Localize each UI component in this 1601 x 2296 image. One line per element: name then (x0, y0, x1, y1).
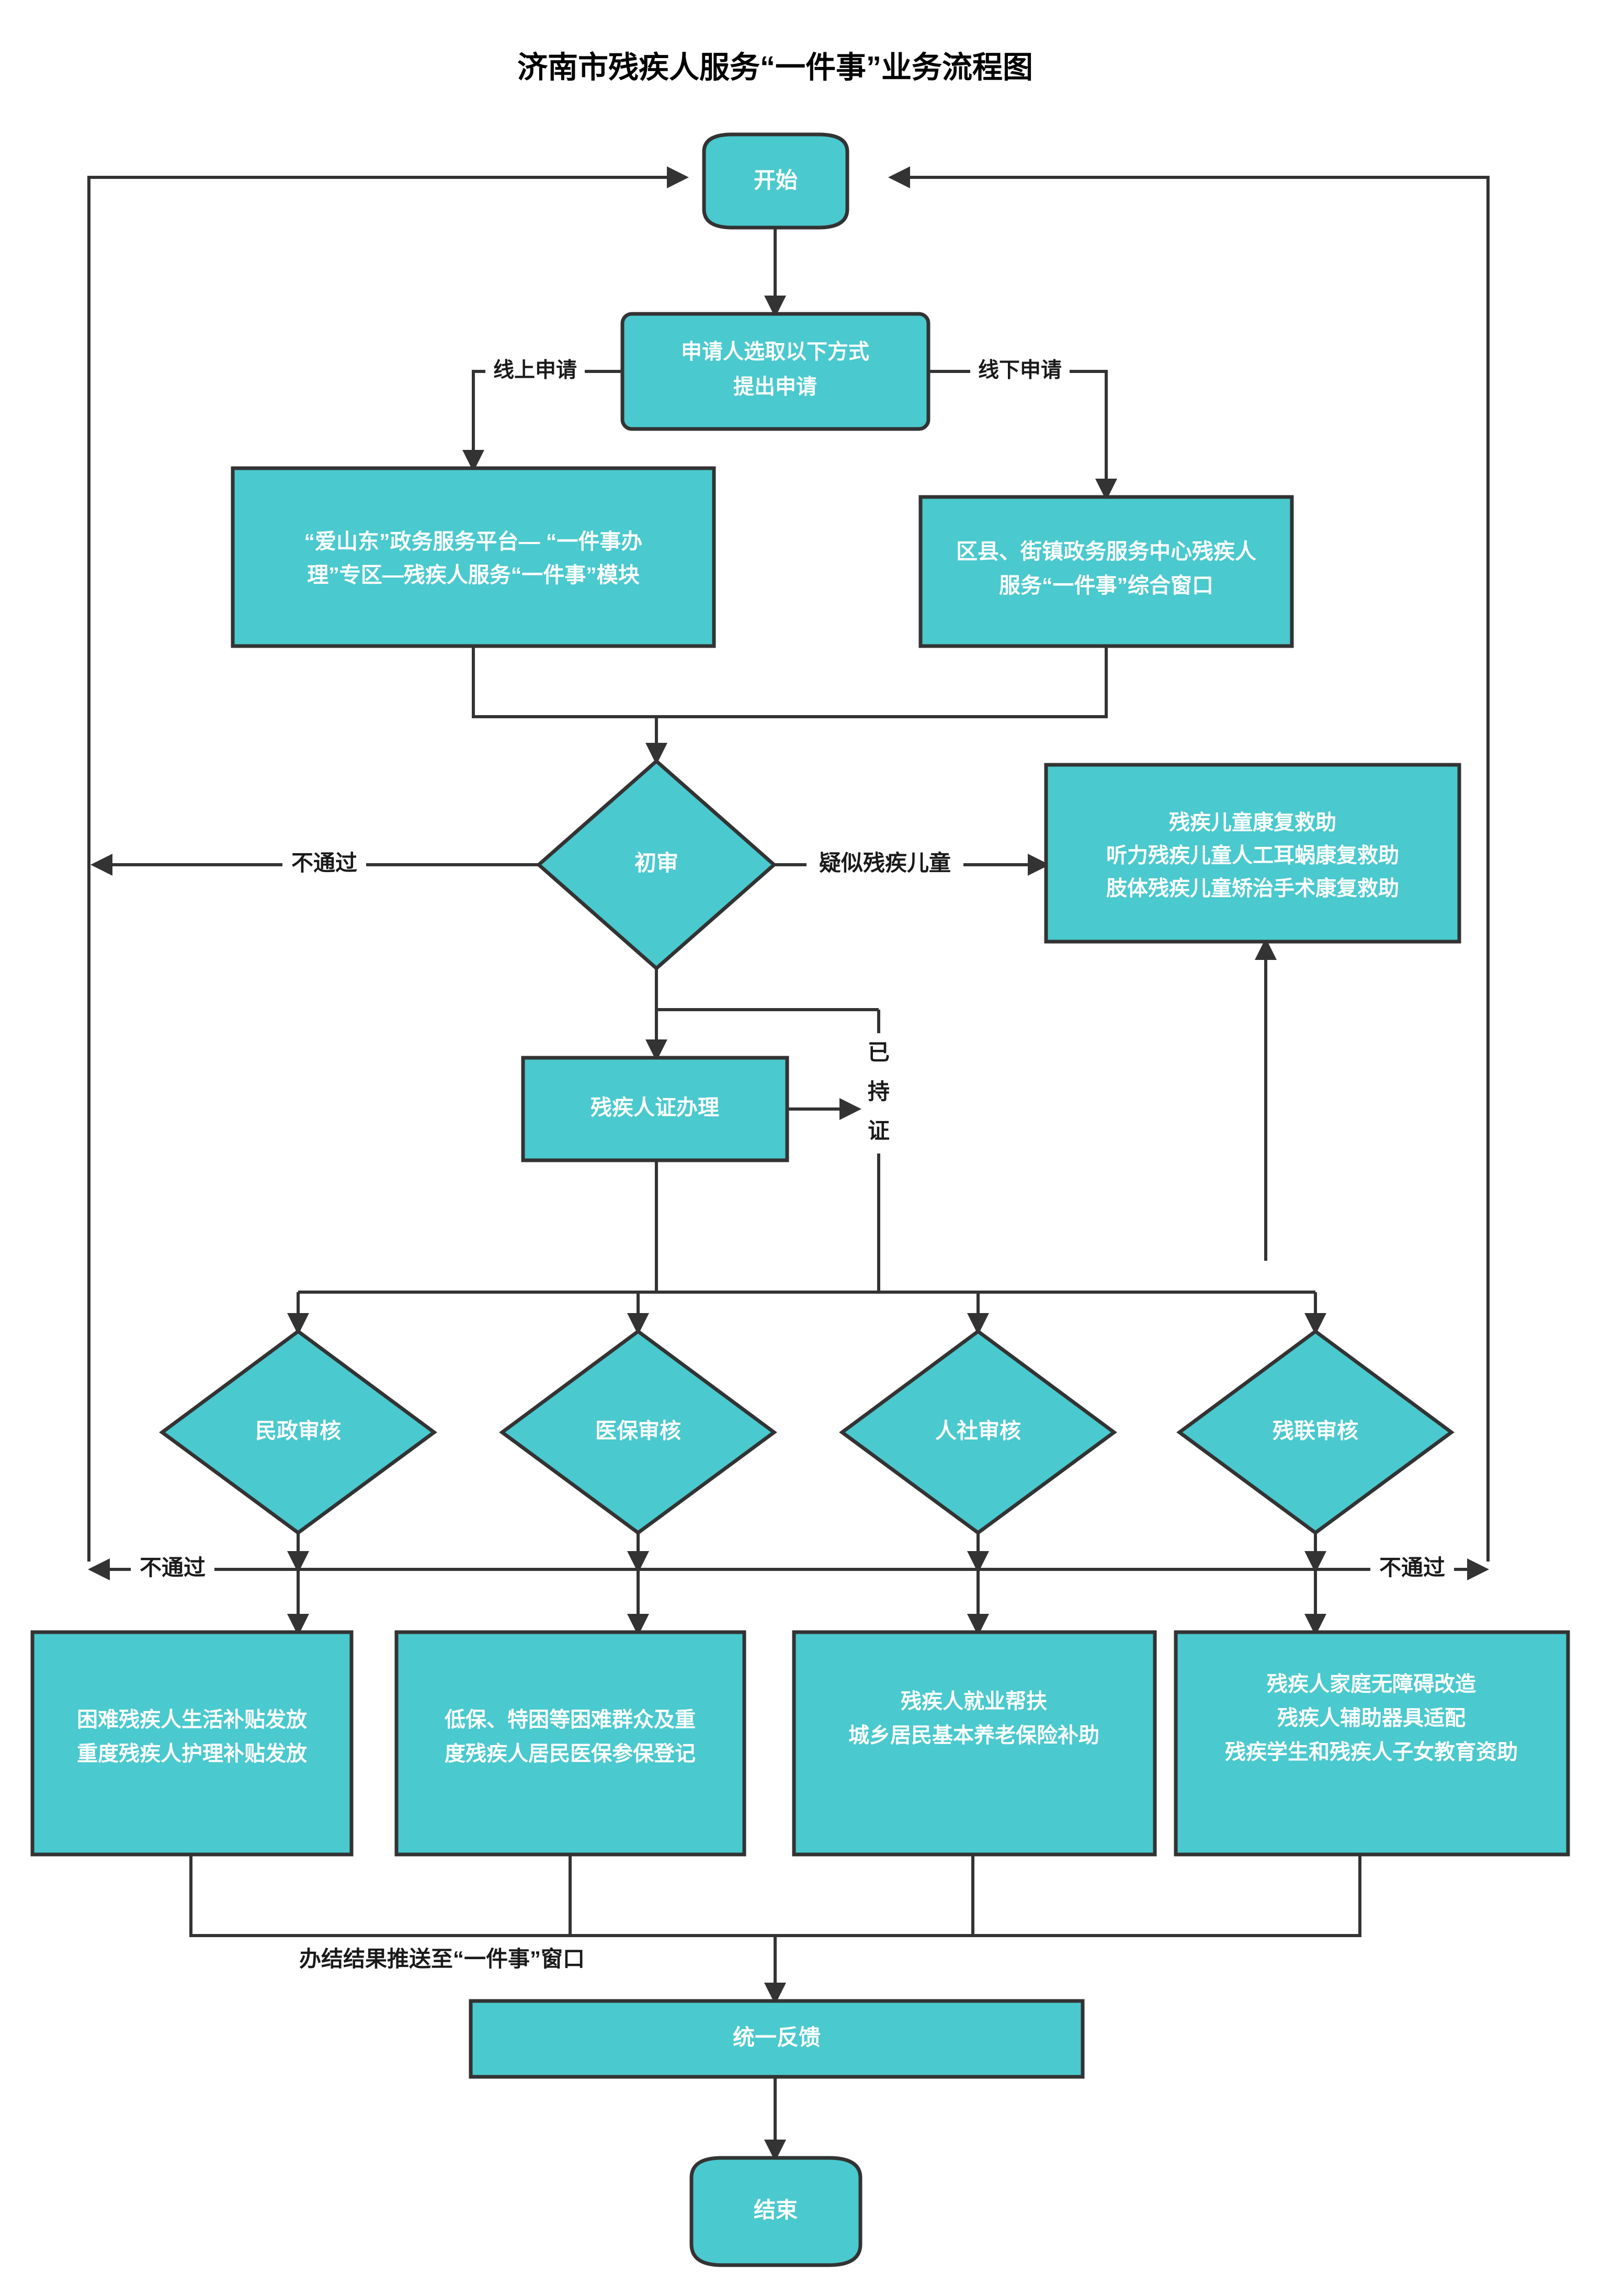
node-result-cdpf-line1: 残疾人家庭无障碍改造 (1267, 1673, 1476, 1696)
edge-label-online-apply: 线上申请 (485, 356, 585, 386)
edge-label-suspected-child: 疑似残疾儿童 (807, 849, 963, 880)
node-review-civil-label: 民政审核 (255, 1419, 341, 1443)
node-offline-window-line1: 区县、街镇政务服务中心残疾人 (956, 539, 1256, 563)
edge-label-first-review-fail: 不通过 (282, 849, 366, 880)
edge-label-has-cert: 已 持 证 (862, 1033, 895, 1153)
node-first-review-label: 初审 (634, 851, 678, 875)
node-result-cdpf-line2: 残疾人辅助器具适配 (1277, 1707, 1466, 1730)
edge-label-offline-apply-text: 线下申请 (978, 359, 1062, 382)
connector-right-return-rail (888, 166, 1490, 1562)
node-end[interactable]: 结束 (689, 2156, 862, 2267)
edge-label-has-cert-char3: 证 (868, 1118, 890, 1143)
node-start-label: 开始 (754, 168, 798, 193)
node-result-hrss-line2: 城乡居民基本养老保险补助 (848, 1724, 1099, 1747)
node-result-medical-line2: 度残疾人居民医保参保登记 (445, 1743, 696, 1766)
node-child-rehab-line1: 残疾儿童康复救助 (1169, 811, 1336, 834)
connector-offline-to-review-seg (656, 646, 1108, 718)
edge-label-offline-apply: 线下申请 (970, 356, 1070, 386)
node-apply-choice-line1: 申请人选取以下方式 (681, 341, 869, 364)
node-review-civil[interactable]: 民政审核 (159, 1329, 437, 1535)
node-result-cdpf-line3: 残疾学生和残疾人子女教育资助 (1225, 1741, 1518, 1764)
node-unified-feedback-label: 统一反馈 (733, 2025, 821, 2050)
page-title: 济南市残疾人服务“一件事”业务流程图 (517, 50, 1033, 84)
edge-label-review-fail-left: 不通过 (131, 1554, 214, 1585)
node-child-rehab[interactable]: 残疾儿童康复救助 听力残疾儿童人工耳蜗康复救助 肢体残疾儿童矫治手术康复救助 (1044, 763, 1461, 944)
node-review-hrss[interactable]: 人社审核 (839, 1329, 1117, 1535)
node-online-platform-line1: “爱山东”政务服务平台— “一件事办 (304, 529, 643, 553)
edge-label-suspected-child-text: 疑似残疾儿童 (819, 851, 951, 875)
node-result-cdpf[interactable]: 残疾人家庭无障碍改造 残疾人辅助器具适配 残疾学生和残疾人子女教育资助 (1174, 1630, 1570, 1857)
connector-result1-collect (189, 1854, 775, 1937)
node-result-civil-line1: 困难残疾人生活补贴发放 (77, 1709, 307, 1732)
node-online-platform[interactable]: “爱山东”政务服务平台— “一件事办 理”专区—残疾人服务“一件事”模块 (231, 466, 716, 648)
node-unified-feedback[interactable]: 统一反馈 (469, 1999, 1085, 2079)
edge-label-has-cert-char2: 持 (868, 1079, 890, 1104)
node-result-hrss-line1: 残疾人就业帮扶 (901, 1690, 1047, 1713)
connector-online-to-review-seg (472, 646, 656, 718)
node-result-medical-line1: 低保、特困等困难群众及重 (445, 1709, 696, 1732)
edge-label-push-result: 办结结果推送至“一件事”窗口 (251, 1943, 638, 1978)
edge-label-has-cert-char1: 已 (868, 1040, 890, 1065)
node-apply-choice-line2: 提出申请 (733, 376, 817, 399)
node-review-hrss-label: 人社审核 (935, 1419, 1021, 1443)
node-result-medical[interactable]: 低保、特困等困难群众及重 度残疾人居民医保参保登记 (394, 1630, 746, 1857)
node-online-platform-line2: 理”专区—残疾人服务“一件事”模块 (307, 563, 640, 587)
edge-label-online-apply-text: 线上申请 (493, 359, 577, 382)
node-result-civil[interactable]: 困难残疾人生活补贴发放 重度残疾人护理补贴发放 (30, 1630, 354, 1857)
node-cert-process-label: 残疾人证办理 (591, 1095, 719, 1119)
edge-label-review-fail-right: 不通过 (1370, 1554, 1454, 1585)
node-result-civil-line2: 重度残疾人护理补贴发放 (77, 1743, 307, 1766)
node-apply-choice[interactable]: 申请人选取以下方式 提出申请 (620, 312, 930, 431)
node-result-hrss[interactable]: 残疾人就业帮扶 城乡居民基本养老保险补助 (792, 1630, 1157, 1857)
node-child-rehab-line2: 听力残疾儿童人工耳蜗康复救助 (1106, 844, 1399, 867)
node-offline-window-line2: 服务“一件事”综合窗口 (999, 573, 1213, 597)
node-cert-process[interactable]: 残疾人证办理 (521, 1056, 789, 1162)
node-start[interactable]: 开始 (702, 132, 849, 230)
edge-label-push-result-text: 办结结果推送至“一件事”窗口 (299, 1947, 585, 1971)
node-review-medical-label: 医保审核 (595, 1419, 681, 1443)
node-review-cdpf-label: 残联审核 (1273, 1419, 1358, 1443)
edge-label-review-fail-right-text: 不通过 (1379, 1555, 1445, 1580)
node-end-label: 结束 (754, 2198, 798, 2222)
node-child-rehab-line3: 肢体残疾儿童矫治手术康复救助 (1106, 877, 1399, 900)
edge-label-review-fail-left-text: 不通过 (140, 1555, 206, 1580)
connector-result4-collect (775, 1854, 1361, 1937)
node-review-medical[interactable]: 医保审核 (499, 1329, 777, 1535)
node-offline-window[interactable]: 区县、街镇政务服务中心残疾人 服务“一件事”综合窗口 (918, 495, 1294, 648)
edge-label-first-review-fail-text: 不通过 (291, 851, 357, 875)
node-review-cdpf[interactable]: 残联审核 (1176, 1329, 1455, 1535)
connector-left-return-rail (87, 166, 689, 1562)
node-first-review[interactable]: 初审 (536, 759, 777, 971)
